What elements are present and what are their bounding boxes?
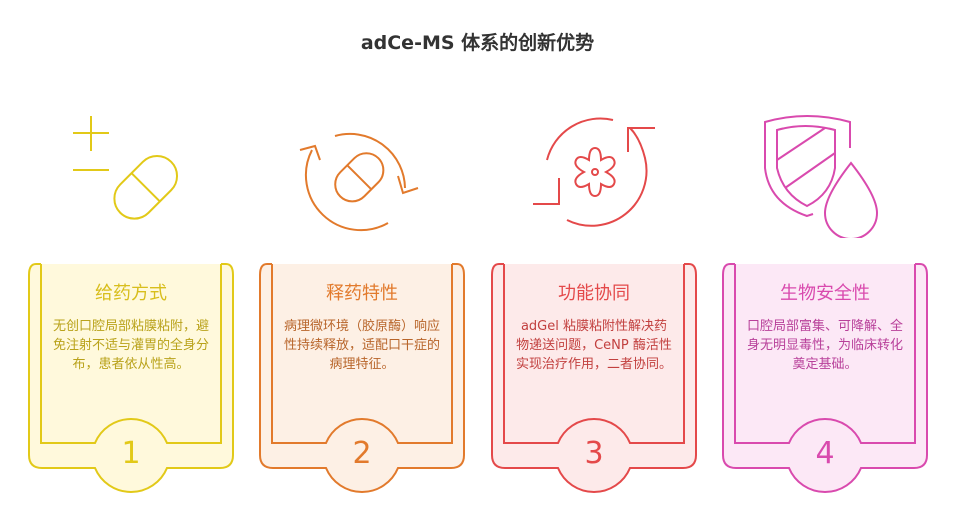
card-title: 功能协同 [558,283,630,304]
card-description: 口腔局部富集、可降解、全身无明显毒性，为临床转化奠定基础。 [746,319,903,372]
card-number: 1 [121,436,141,471]
card-frame [491,263,697,493]
page-title: adCe-MS 体系的创新优势 [360,32,595,54]
card-title: 给药方式 [95,283,167,304]
card-number: 3 [584,436,604,471]
feature-card-3: 功能协同 adGel 粘膜粘附性解决药物递送问题，CeNP 酶活性实现治疗作用，… [491,263,697,503]
feature-card-2: 释药特性 病理微环境（胶原酶）响应性持续释放，适配口干症的病理特征。 2 [259,263,465,503]
cycle-pill-icon [299,132,419,232]
card-frame [28,263,234,493]
card-description: 病理微环境（胶原酶）响应性持续释放，适配口干症的病理特征。 [283,319,440,372]
card-title: 生物安全性 [780,283,870,304]
card-frame [259,263,465,493]
card-number: 4 [815,436,835,471]
card-frame [722,263,928,493]
cycle-gear-icon [533,117,655,227]
card-title: 释药特性 [326,283,398,304]
feature-card-4: 生物安全性 口腔局部富集、可降解、全身无明显毒性，为临床转化奠定基础。 4 [722,263,928,503]
card-number: 2 [352,436,372,471]
card-description: adGel 粘膜粘附性解决药物递送问题，CeNP 酶活性实现治疗作用，二者协同。 [515,319,672,372]
card-description: 无创口腔局部粘膜粘附，避免注射不适与灌胃的全身分布，患者依从性高。 [52,319,209,372]
shield-drop-icon [764,115,879,238]
feature-card-1: 给药方式 无创口腔局部粘膜粘附，避免注射不适与灌胃的全身分布，患者依从性高。 1 [28,263,234,503]
plus-minus-pill-icon [73,116,179,220]
